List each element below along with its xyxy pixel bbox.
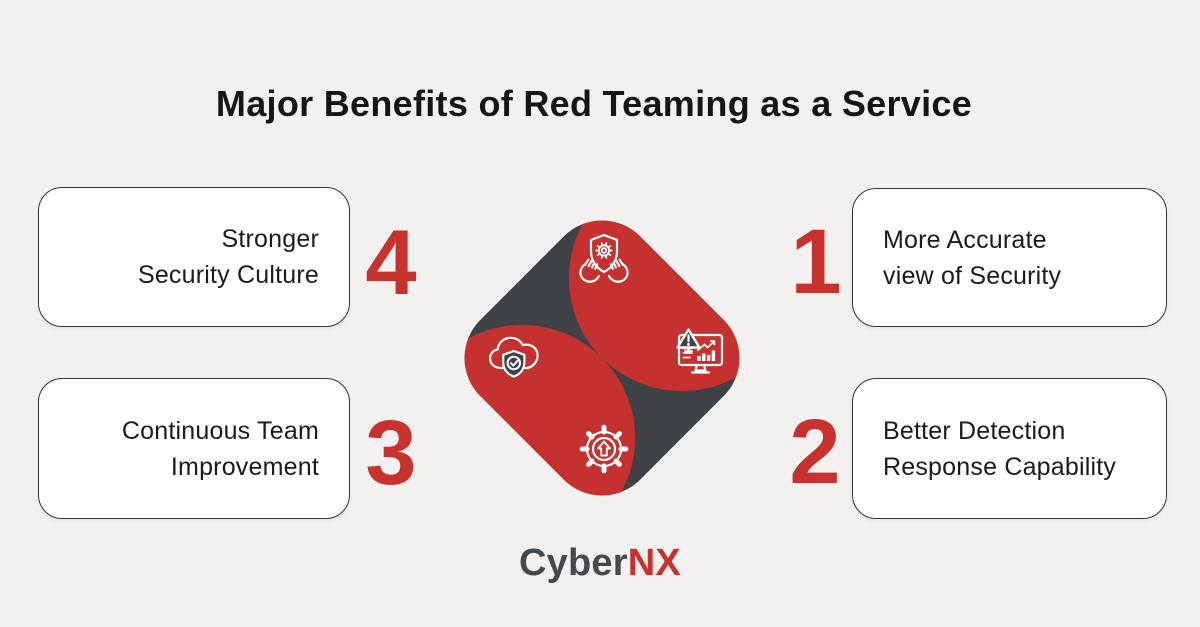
center-swirl-diamond [442, 198, 762, 518]
logo-text-nx: NX [627, 542, 681, 584]
cloud-shield-check-icon [484, 323, 550, 389]
red-swirl-shape [442, 198, 762, 518]
logo-text-cyber: Cyber [519, 542, 628, 584]
benefit-number-2: 2 [789, 401, 841, 503]
monitor-alert-chart-icon [665, 322, 735, 392]
benefit-1-line1: More Accurate [883, 225, 1047, 254]
benefit-card-2: Better Detection Response Capability [852, 378, 1167, 519]
page-title: Major Benefits of Red Teaming as a Servi… [215, 83, 973, 124]
benefit-4-line2: Security Culture [137, 261, 319, 289]
benefit-2-line1: Better Detection [883, 416, 1066, 445]
benefit-3-line2: Improvement [170, 452, 319, 481]
benefit-number-4: 4 [365, 212, 417, 314]
hands-holding-shield-icon [570, 228, 638, 296]
benefit-card-4: Stronger Security Culture [38, 187, 350, 327]
benefit-2-line2: Response Capability [883, 452, 1117, 481]
benefit-3-line1: Continuous Team [121, 416, 319, 445]
benefit-card-1: More Accurate view of Security [852, 188, 1167, 327]
benefit-4-line1: Stronger [221, 225, 319, 253]
cybernx-logo: CyberNX [519, 542, 681, 585]
benefit-number-1: 1 [790, 211, 842, 313]
benefit-number-3: 3 [365, 402, 417, 504]
benefit-card-3: Continuous Team Improvement [38, 378, 350, 519]
gear-up-arrow-icon [571, 416, 637, 482]
benefit-1-line2: view of Security [883, 261, 1062, 290]
